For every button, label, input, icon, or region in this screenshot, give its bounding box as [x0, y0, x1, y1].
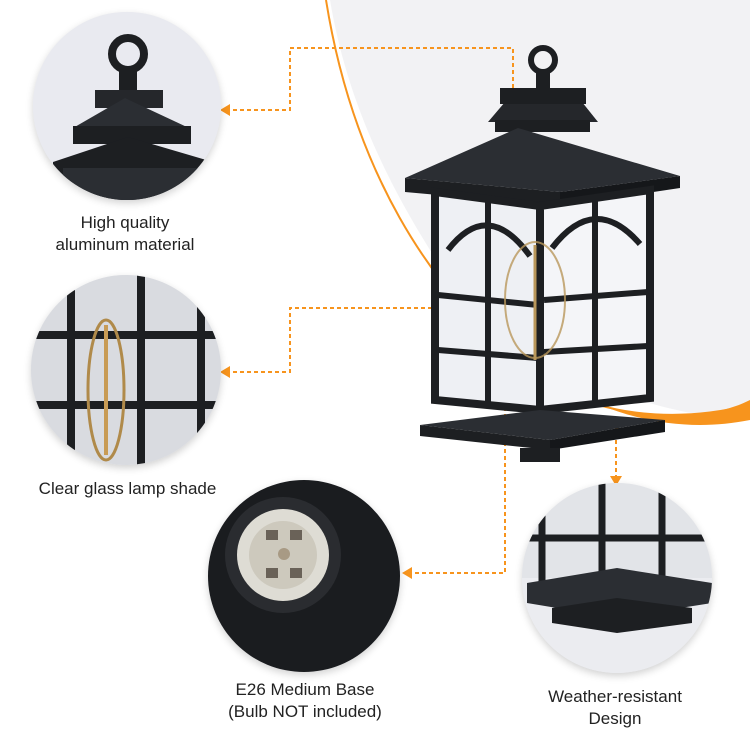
- lamp-top-cap-icon: [33, 12, 221, 200]
- main-lantern: [405, 45, 680, 462]
- arrow-material: [220, 104, 230, 116]
- glass-panel-icon: [31, 275, 221, 465]
- lamp-bottom-frame-icon: [522, 483, 712, 673]
- caption-design-line2: Design: [588, 709, 642, 728]
- connector-shade: [226, 307, 468, 373]
- caption-material: High quality aluminum material: [25, 212, 225, 256]
- caption-material-line2: aluminum material: [55, 235, 195, 254]
- caption-base-line2: (Bulb NOT included): [228, 702, 382, 721]
- caption-base: E26 Medium Base (Bulb NOT included): [200, 679, 410, 723]
- caption-base-line1: E26 Medium Base: [235, 680, 375, 699]
- arrow-shade: [220, 366, 230, 378]
- caption-shade: Clear glass lamp shade: [20, 478, 235, 500]
- orange-swoosh-band: [600, 400, 750, 425]
- closeup-material: [33, 12, 221, 200]
- closeup-shade: [31, 275, 221, 465]
- arrow-base: [402, 567, 412, 579]
- caption-material-line1: High quality: [80, 213, 170, 232]
- closeup-design: [522, 483, 712, 673]
- bulb-socket-icon: [208, 480, 400, 672]
- caption-design-line1: Weather-resistant: [548, 687, 682, 706]
- arrow-design: [610, 476, 622, 486]
- connector-material: [226, 47, 514, 111]
- closeup-base: [208, 480, 400, 672]
- caption-shade-line1: Clear glass lamp shade: [38, 479, 217, 498]
- caption-design: Weather-resistant Design: [515, 686, 715, 730]
